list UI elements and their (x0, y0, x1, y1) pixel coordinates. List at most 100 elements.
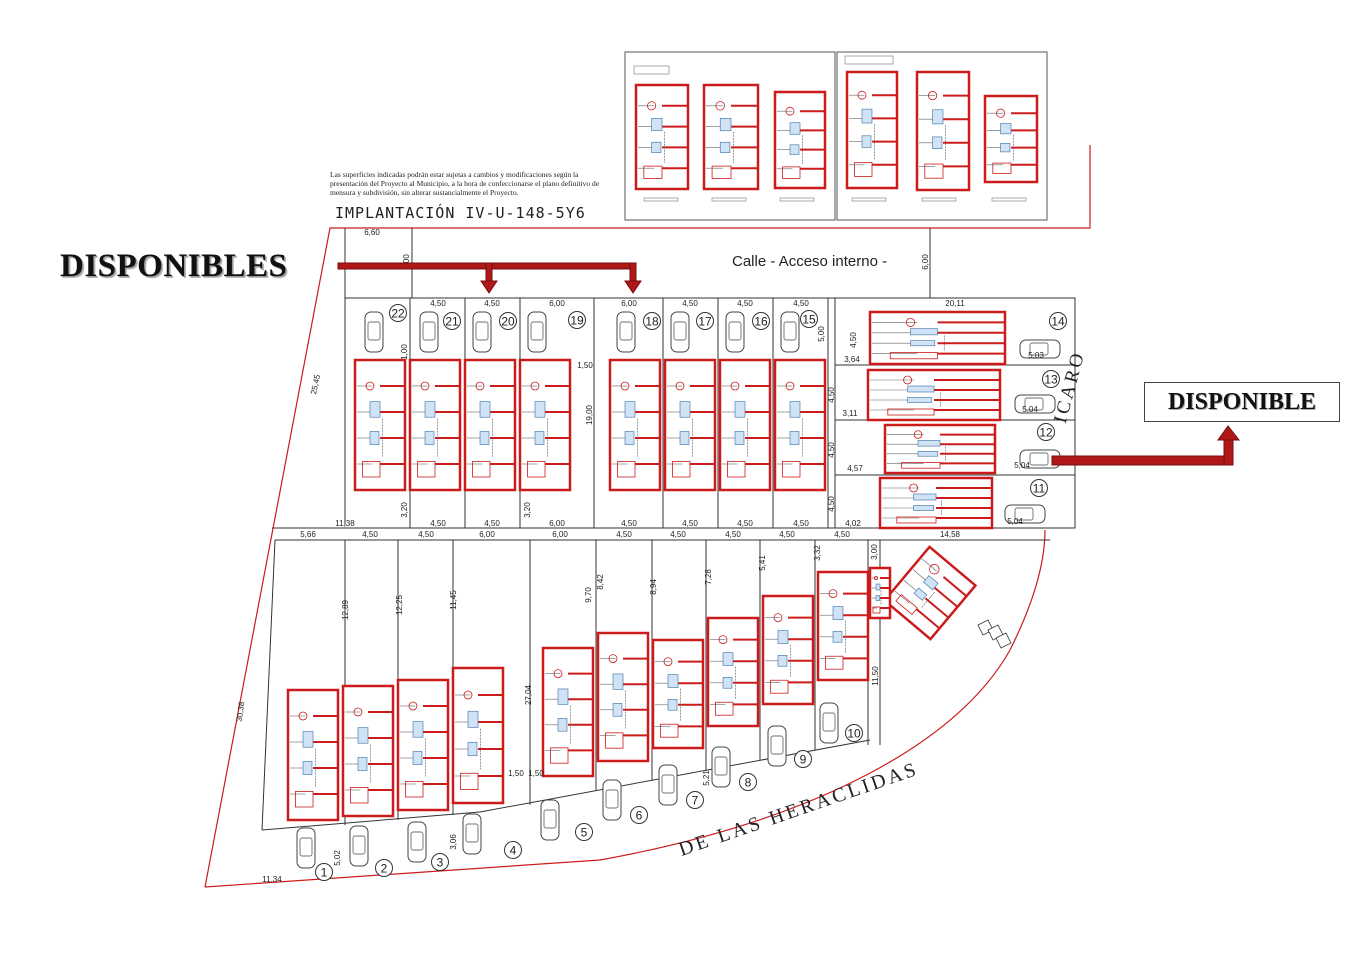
lot-number-6: 6 (630, 806, 648, 824)
lot-number-15-text: 15 (802, 313, 816, 327)
lot-number-9-text: 9 (800, 753, 807, 767)
thumb-caption-2 (711, 197, 747, 202)
dim-side-front-4: 4,02 (845, 519, 861, 528)
dim-bottom-depth-5: 9,70 (584, 587, 593, 603)
lot-number-1: 1 (315, 863, 333, 881)
thumb-plan-1 (634, 83, 690, 191)
lot-number-17: 17 (696, 312, 714, 330)
dim-3-06: 3,06 (449, 834, 458, 850)
car-top-3 (472, 311, 492, 353)
dim-top-bottom-width-4: 6,00 (549, 519, 565, 528)
dim-top-width-4: 6,00 (549, 299, 565, 308)
lot-number-19: 19 (568, 311, 586, 329)
dim-3-20-a: 3,20 (400, 502, 409, 518)
lot-number-12: 12 (1037, 423, 1055, 441)
house-side-2 (866, 368, 1002, 422)
dim-bottom-width-8: 4,50 (725, 530, 741, 539)
dim-1-50-a: 1,50 (577, 361, 593, 370)
lot-number-1-text: 1 (321, 866, 328, 880)
dim-top-bottom-width-1: 11,38 (335, 519, 355, 528)
disponibles-arrows (337, 262, 1241, 466)
floor-plan-thumbnails (624, 51, 1048, 221)
dim-left-top: 25,45 (309, 373, 322, 395)
dim-lot-depth: 19,00 (585, 404, 594, 425)
lot-number-9: 9 (794, 750, 812, 768)
dimension-labels: 6,60 4,50 4,50 6,00 6,00 4,50 4,50 4,50 11,38 4,5… (235, 228, 1045, 884)
dim-side-depth-2: 5,04 (1022, 405, 1038, 414)
house-footprints (286, 310, 1007, 822)
car-top-7 (725, 311, 745, 353)
car-bottom-4 (462, 813, 482, 855)
lot-number-15: 15 (800, 310, 818, 328)
house-top-1 (353, 358, 407, 492)
lot-number-7-text: 7 (692, 794, 699, 808)
dim-side-depth-4: 5,04 (1007, 517, 1023, 526)
car-bottom-9 (767, 725, 787, 767)
lot-number-12-text: 12 (1039, 426, 1053, 440)
thumb-caption-6 (991, 197, 1027, 202)
car-top-4 (527, 311, 547, 353)
house-bottom-5 (541, 646, 595, 778)
house-top-4 (518, 358, 572, 492)
dim-bottom-width-2: 4,50 (362, 530, 378, 539)
thumb-caption-5 (921, 197, 957, 202)
dim-side-front-2: 3,11 (843, 409, 859, 418)
dim-bottom-depth-9: 5,41 (758, 555, 767, 571)
house-top-7 (718, 358, 772, 492)
car-side-2 (1014, 394, 1056, 414)
dim-4-50-d: 4,50 (827, 496, 836, 512)
lot-number-22-text: 22 (391, 307, 405, 321)
dim-bottom-left: 11,34 (262, 875, 282, 884)
house-bottom-7 (651, 638, 705, 750)
dim-top-width-5: 6,00 (621, 299, 637, 308)
dim-street-width: 6,00 (921, 254, 930, 270)
car-top-6 (670, 311, 690, 353)
lot-number-17-text: 17 (698, 315, 712, 329)
dim-top-width-7: 4,50 (737, 299, 753, 308)
dim-side-bottom: 14,58 (940, 530, 961, 539)
thumb-plan-2 (702, 83, 760, 191)
dim-bottom-depth-10: 3,32 (813, 545, 822, 561)
dim-bottom-width-9: 4,50 (779, 530, 795, 539)
dim-1-50-b: 1,50 (508, 769, 524, 778)
lot-number-16-text: 16 (754, 315, 768, 329)
dim-top-width-1: 6,60 (364, 228, 380, 237)
house-top-3 (463, 358, 517, 492)
house-bottom-8 (706, 616, 760, 728)
lot-number-8-text: 8 (745, 776, 752, 790)
car-bottom-7 (658, 764, 678, 806)
dim-5-00-b: 5,00 (402, 254, 411, 270)
lot-number-18: 18 (643, 312, 661, 330)
dim-5-00: 5,00 (817, 326, 826, 342)
car-bottom-5 (540, 799, 560, 841)
corner-detail (977, 619, 1012, 649)
lot-number-8: 8 (739, 773, 757, 791)
dim-top-width-6: 4,50 (682, 299, 698, 308)
lot-number-10: 10 (845, 724, 863, 742)
car-side-4 (1004, 504, 1046, 524)
house-bottom-2 (341, 684, 395, 818)
thumb-plan-6 (983, 94, 1039, 184)
dim-5-21: 5,21 (702, 770, 711, 786)
car-bottom-10 (819, 702, 839, 744)
dim-top-bottom-width-7: 4,50 (737, 519, 753, 528)
lot-number-5: 5 (575, 823, 593, 841)
house-bottom-3 (396, 678, 450, 812)
lot-number-5-text: 5 (581, 826, 588, 840)
dim-bottom-depth-6: 8,42 (596, 574, 605, 590)
internal-street-label: Calle - Acceso interno - (732, 253, 888, 270)
house-top-2 (408, 358, 462, 492)
house-top-5 (608, 358, 662, 492)
lot-number-6-text: 6 (636, 809, 643, 823)
thumb-plan-3 (773, 90, 827, 190)
house-bottom-6 (596, 631, 650, 763)
car-bottom-8 (711, 746, 731, 788)
dim-4-50-b: 4,50 (827, 387, 836, 403)
dim-3-00: 3,00 (870, 544, 879, 560)
lot-number-4: 4 (504, 841, 522, 859)
lot-number-4-text: 4 (510, 844, 517, 858)
car-top-8 (780, 311, 800, 353)
thumb-caption-3 (779, 197, 815, 202)
